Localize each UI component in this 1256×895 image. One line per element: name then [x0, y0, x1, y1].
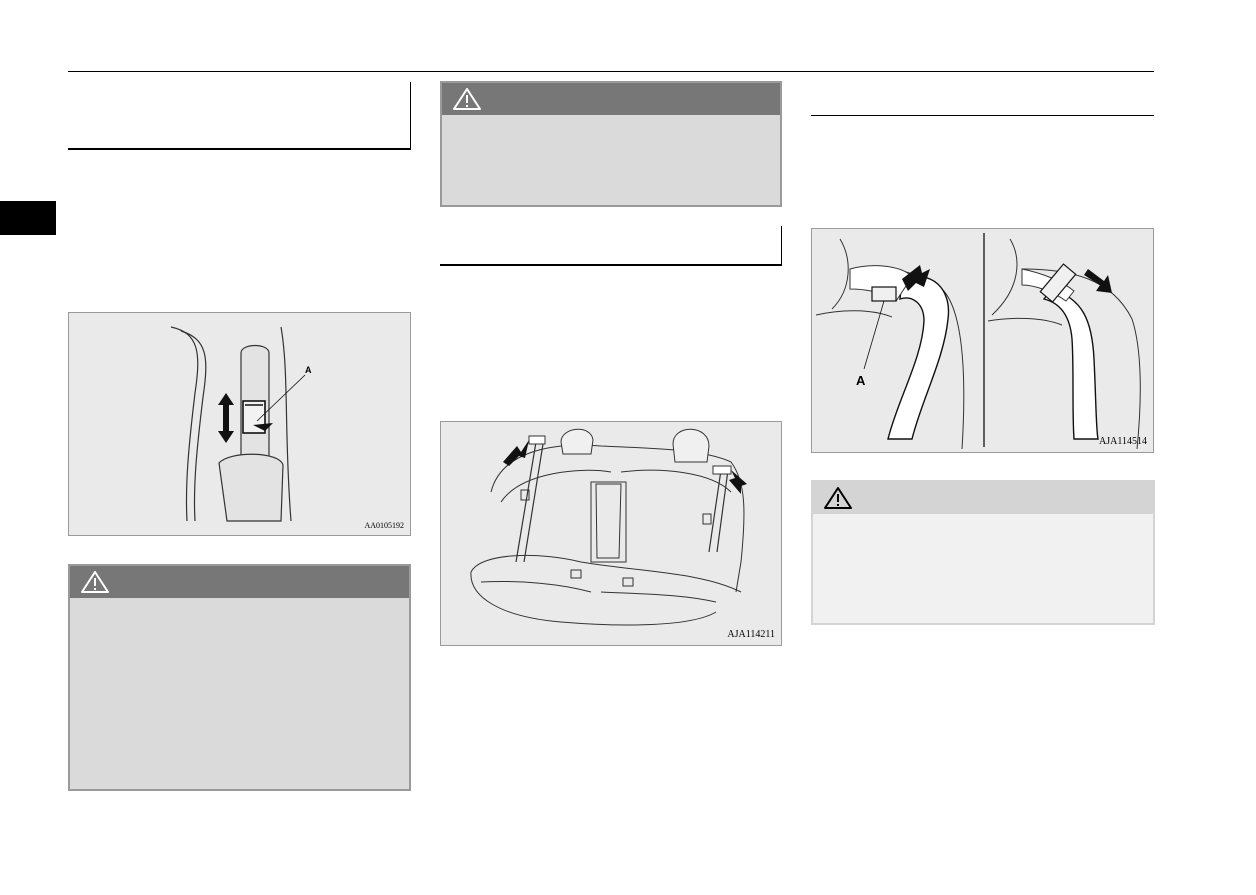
- section-heading-box-1: [68, 82, 411, 150]
- warning-triangle-icon: [453, 88, 481, 110]
- warning-box-1: [68, 564, 411, 791]
- warning-box-3: [811, 480, 1155, 625]
- figure-rear-seat-belts: AJA114211: [440, 421, 782, 646]
- warning-triangle-icon: [824, 487, 852, 509]
- warning-triangle-icon: [81, 571, 109, 593]
- figure-code: AJA114514: [1099, 436, 1147, 447]
- callout-label-a: A: [856, 373, 866, 388]
- top-rule: [68, 71, 1154, 72]
- section-heading-rule-3: [811, 115, 1154, 116]
- warning-body: [442, 115, 780, 205]
- warning-header: [70, 566, 409, 598]
- rear-seat-illustration: [470, 428, 747, 626]
- warning-body: [70, 598, 409, 789]
- section-heading-box-2: [440, 226, 782, 266]
- figure-code: AA0105192: [364, 521, 404, 530]
- warning-body: [813, 514, 1153, 623]
- section-tab: [0, 201, 56, 235]
- warning-box-2: [440, 81, 782, 207]
- callout-label-a: A: [305, 365, 312, 375]
- belt-adjuster-illustration: A: [170, 326, 312, 522]
- warning-header: [813, 482, 1153, 514]
- figure-belt-height-adjuster: A AA0105192: [68, 312, 411, 536]
- figure-belt-guide: A AJA114514: [811, 228, 1154, 453]
- warning-header: [442, 83, 780, 115]
- figure-code: AJA114211: [727, 629, 775, 640]
- belt-guide-illustration: A: [815, 233, 1141, 450]
